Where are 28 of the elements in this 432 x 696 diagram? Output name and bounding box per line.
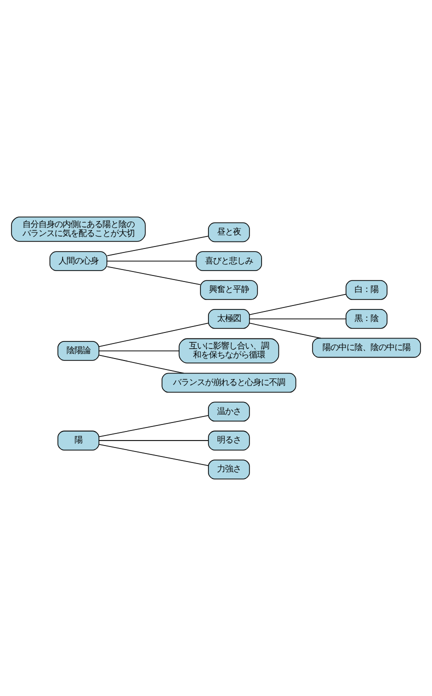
connector bbox=[98, 415, 209, 438]
connector bbox=[106, 260, 196, 262]
connector bbox=[249, 322, 322, 339]
connector bbox=[98, 354, 184, 374]
connector bbox=[106, 266, 201, 285]
connector bbox=[106, 236, 209, 256]
connector bbox=[98, 440, 209, 441]
connector bbox=[249, 318, 346, 320]
node-box: 興奮と平静 bbox=[200, 280, 258, 300]
node-box: 昼と夜 bbox=[208, 222, 250, 242]
node-box: 太極図 bbox=[208, 309, 250, 329]
node-box: 互いに影響し合い、調和を保ちながら循環 bbox=[178, 338, 280, 364]
node-box: 白：陽 bbox=[346, 280, 388, 300]
connector bbox=[98, 444, 209, 466]
connector bbox=[98, 322, 209, 347]
node-box: 陰陽論 bbox=[57, 340, 100, 361]
connector bbox=[98, 350, 180, 352]
node-box: 喜びと悲しみ bbox=[196, 251, 262, 272]
node-box: 明るさ bbox=[208, 430, 250, 450]
node-box: 陽 bbox=[57, 430, 100, 450]
node-box: 黒：陰 bbox=[346, 309, 388, 329]
node-box: バランスが崩れると心身に不調 bbox=[162, 372, 296, 393]
node-box: 人間の心身 bbox=[50, 251, 108, 272]
node-box: 陽の中に陰、陰の中に陽 bbox=[312, 338, 421, 358]
connector bbox=[249, 294, 346, 316]
node-box: 自分自身の内側にある陽と陰のバランスに気を配ることが大切 bbox=[11, 216, 146, 242]
node-box: 力強さ bbox=[208, 460, 250, 480]
node-box: 温かさ bbox=[208, 402, 250, 422]
